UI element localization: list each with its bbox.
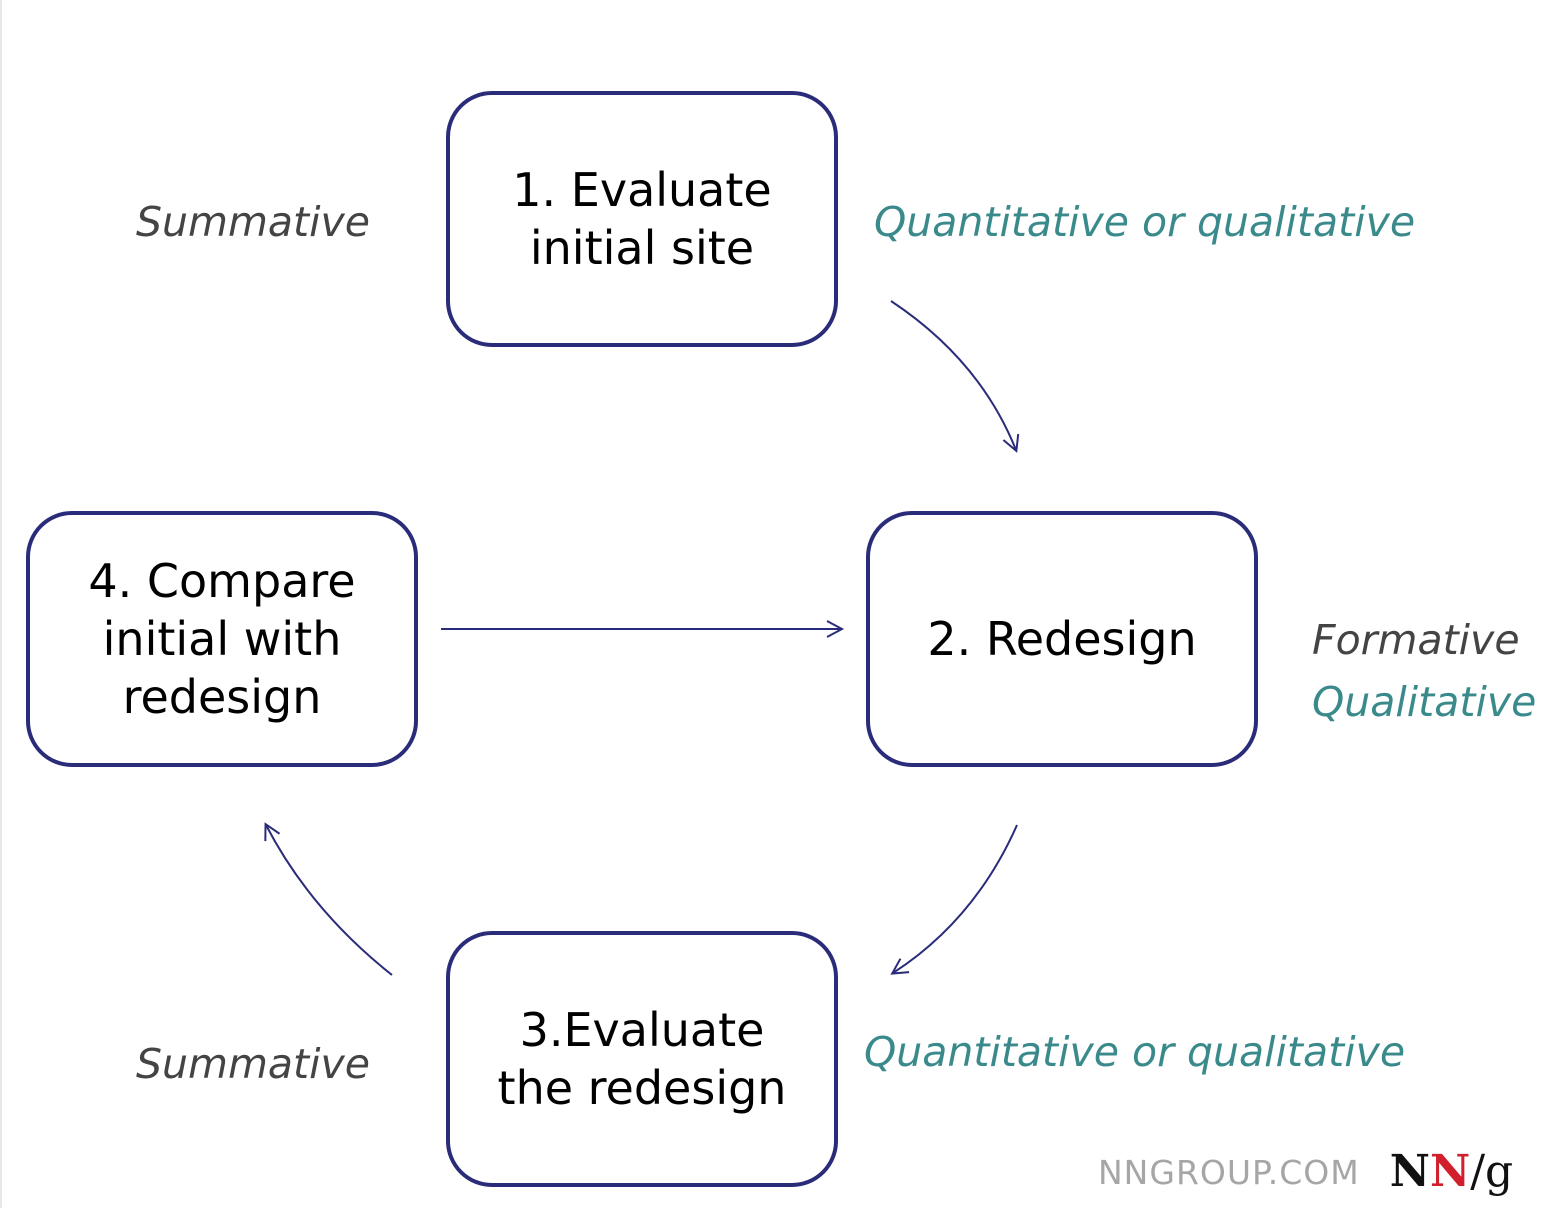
arrow-step3-to-step4	[264, 822, 393, 976]
step-3-box: 3.Evaluate the redesign	[446, 931, 838, 1187]
step-1-method-note: Quantitative or qualitative	[874, 198, 1416, 246]
step-1-label: 1. Evaluate initial site	[512, 163, 772, 275]
step-1-box: 1. Evaluate initial site	[446, 91, 838, 347]
logo-letter-n-red: N	[1429, 1146, 1471, 1197]
step-2-label: 2. Redesign	[927, 612, 1197, 666]
site-url-text: NNGROUP.COM	[1098, 1152, 1360, 1192]
logo-letter-n-black: N	[1389, 1146, 1430, 1197]
step-3-method-note: Quantitative or qualitative	[864, 1028, 1406, 1076]
nngroup-branding: NNGROUP.COM N N /g	[1098, 1146, 1513, 1198]
step-4-box: 4. Compare initial with redesign	[26, 511, 418, 767]
nng-logo-mark: N N /g	[1390, 1146, 1513, 1198]
arrow-step1-to-step2	[890, 300, 1020, 453]
step-2-formative-note: Formative	[1312, 616, 1520, 664]
left-edge-divider	[0, 0, 2, 1208]
step-1-summative-note: Summative	[136, 198, 370, 246]
step-3-summative-note: Summative	[136, 1040, 370, 1088]
step-3-label: 3.Evaluate the redesign	[497, 1003, 787, 1115]
step-2-box: 2. Redesign	[866, 511, 1258, 767]
step-4-label: 4. Compare initial with redesign	[88, 554, 356, 724]
step-2-method-note: Qualitative	[1312, 678, 1537, 726]
arrow-step2-to-step3	[890, 824, 1018, 975]
logo-slash-g: /g	[1470, 1146, 1514, 1197]
